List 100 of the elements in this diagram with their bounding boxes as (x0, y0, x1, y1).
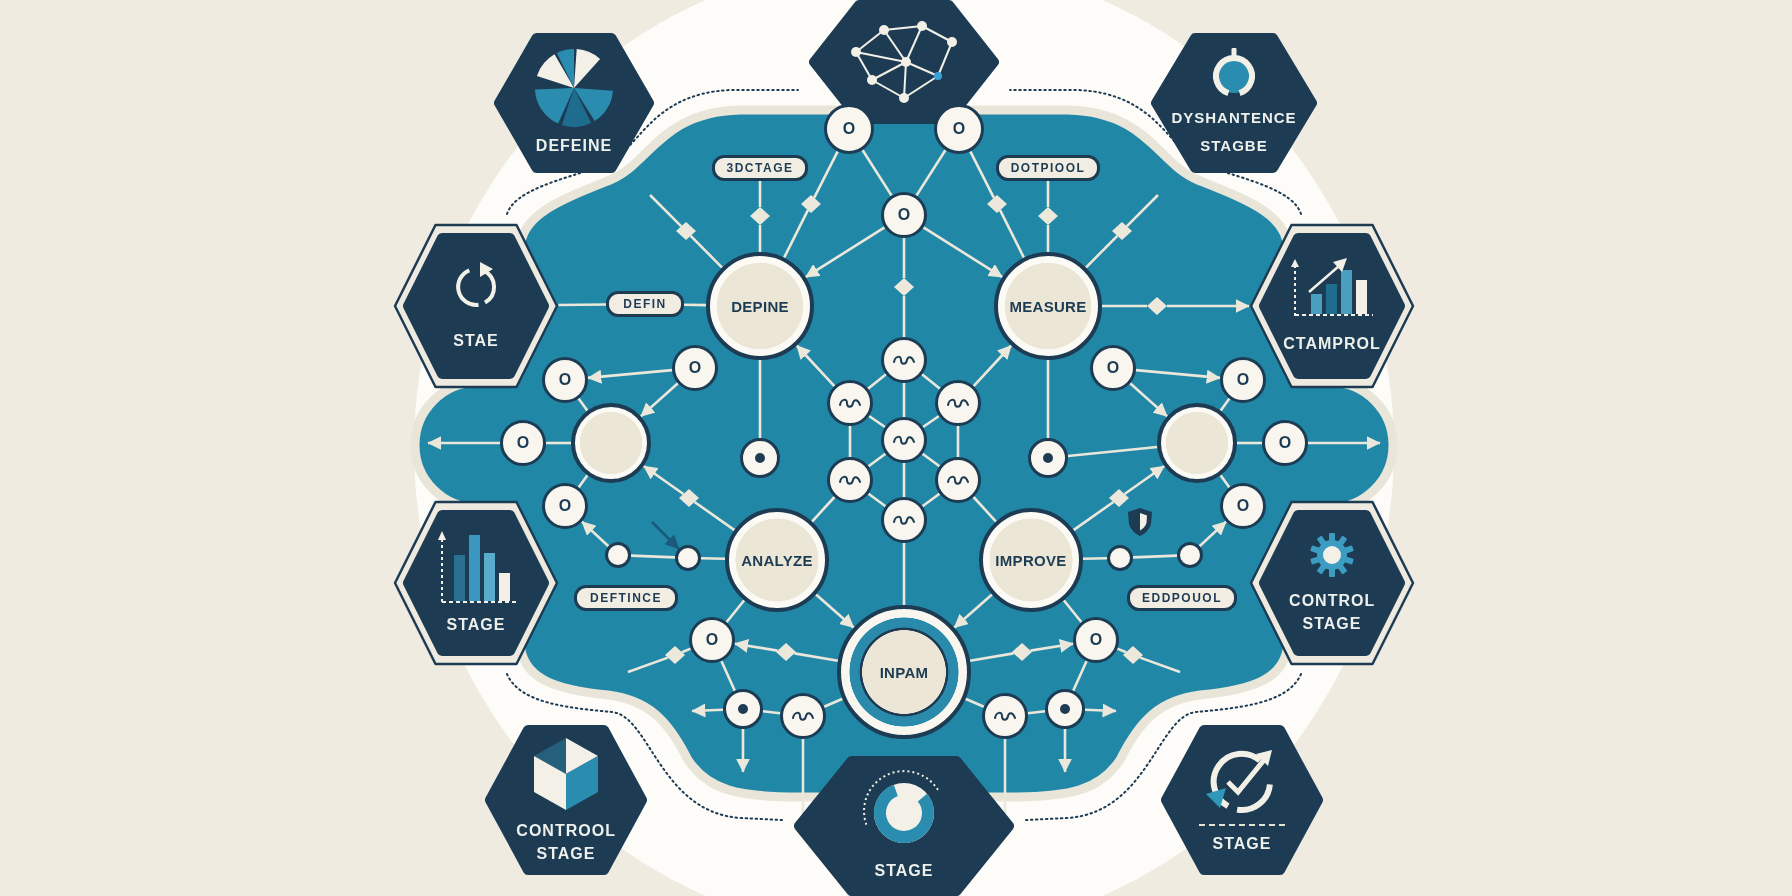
tag-text: DOTPIOOL (1010, 161, 1086, 175)
connector-line (812, 150, 839, 199)
stage-title: CONTROOL STAGE (516, 820, 616, 864)
phase-title: ANALYZE (741, 551, 813, 569)
connector-line (861, 149, 893, 197)
connector-line (649, 194, 683, 228)
arrow (1198, 520, 1227, 548)
connector-line (762, 710, 781, 715)
stage-title: DEFEINE (535, 136, 613, 157)
arrow (922, 226, 1004, 279)
connector-line (1132, 554, 1178, 559)
hexagon-tile (1151, 33, 1317, 173)
connector-line (794, 652, 839, 663)
connector-line (801, 739, 805, 815)
connector-line (758, 181, 762, 207)
connector-line (1046, 225, 1050, 252)
stage-title: STAE (453, 331, 499, 352)
connector-line (921, 492, 941, 508)
connector-line (1072, 500, 1115, 532)
connector-line (1139, 656, 1181, 674)
arrow (1030, 638, 1074, 653)
node-letter: O (1236, 372, 1250, 388)
connector-line (868, 414, 886, 429)
stage-title: CTAMPROL (1283, 334, 1381, 355)
connector-line (823, 697, 844, 708)
connector-line (689, 234, 724, 269)
connector-line (1082, 557, 1108, 561)
arrow (1135, 368, 1221, 384)
node-letter: O (842, 121, 856, 137)
connector-line (681, 647, 692, 654)
connector-line (758, 225, 762, 252)
connector-line (720, 660, 736, 692)
connector-line (867, 373, 887, 390)
stage-title: STAGE (874, 861, 934, 882)
hexagon-tile (393, 223, 559, 389)
connector-line (922, 414, 940, 429)
tag-pill (712, 155, 808, 181)
connector-line (956, 426, 960, 457)
connector-line (1125, 194, 1159, 228)
connector-line (693, 500, 736, 532)
connector-line (1062, 599, 1083, 623)
arrow (972, 344, 1013, 388)
phase-title: IMPROVE (995, 551, 1067, 569)
connector-line (902, 296, 906, 337)
arrow (581, 520, 610, 548)
connector-line (1084, 234, 1119, 269)
phase-title: DEPINE (731, 297, 789, 315)
hexagon-tile (794, 756, 1014, 896)
connector-line (1046, 360, 1050, 438)
connector-line (969, 150, 996, 199)
connector-line (867, 452, 887, 468)
connector-line (627, 656, 669, 674)
connector-line (921, 373, 941, 390)
connector-line (848, 426, 852, 457)
connector-line (577, 397, 589, 412)
connector-line (969, 652, 1014, 663)
tag-pill (996, 155, 1100, 181)
tag-pill (1127, 585, 1237, 611)
node-letter: O (897, 207, 911, 223)
connector-line (630, 554, 676, 559)
tag-pill (606, 291, 684, 317)
connector-line (1046, 181, 1050, 207)
connector-line (577, 474, 589, 489)
arrow (639, 382, 679, 418)
connector-line (902, 383, 906, 417)
connector-line (964, 697, 985, 708)
hexagon-tile (393, 500, 559, 666)
hexagon-tile (494, 33, 654, 173)
connector-line (1067, 445, 1158, 458)
node-letter: O (705, 632, 719, 648)
tag-text: EDDPOUOL (1142, 591, 1222, 605)
hexagon-tile (1249, 223, 1415, 389)
connector-line (998, 209, 1026, 259)
node-letter: O (516, 435, 530, 451)
stage-title: DYSHANTENCE STAGBE (1171, 107, 1297, 156)
connector-line (1219, 397, 1231, 412)
phase-title: INPAM (879, 663, 929, 681)
arrow (1123, 464, 1166, 496)
node-letter: O (1236, 498, 1250, 514)
arrow (734, 638, 778, 653)
arrow (1058, 729, 1072, 773)
node-letter: O (1278, 435, 1292, 451)
tag-text: DEFTINCE (590, 591, 662, 605)
connector-line (782, 209, 810, 259)
connector-line (902, 463, 906, 497)
connector-line (1003, 739, 1007, 815)
node-letter: O (1089, 632, 1103, 648)
hexagon-tile (1249, 500, 1415, 666)
tag-text: DEFIN (623, 297, 667, 311)
arrow (587, 368, 673, 384)
connector-line (921, 452, 941, 468)
node-letter: O (558, 498, 572, 514)
connector-line (683, 303, 707, 307)
connector-line (1102, 304, 1147, 308)
node-letter: O (688, 360, 702, 376)
stage-title: CONTROL STAGE (1289, 590, 1375, 634)
connector-line (1237, 441, 1262, 445)
connector-line (546, 441, 571, 445)
connector-line (902, 543, 906, 605)
arrow (736, 729, 750, 773)
